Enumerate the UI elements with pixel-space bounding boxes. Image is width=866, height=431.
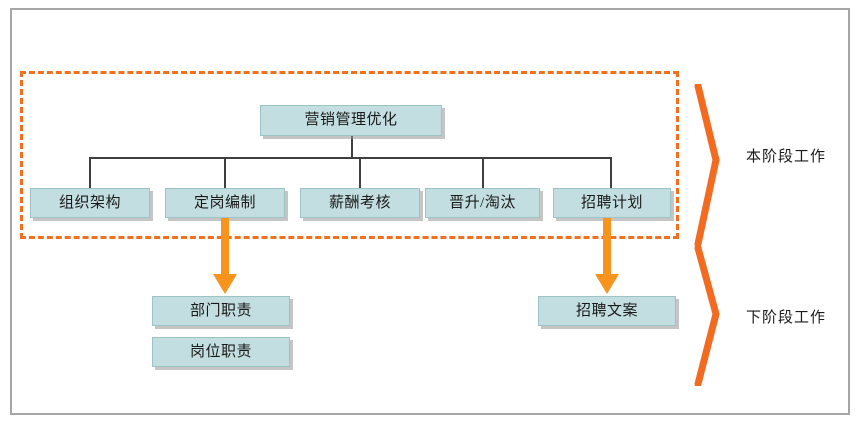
connector-branch-1 <box>224 157 226 189</box>
node-recruitment-plan[interactable]: 招聘计划 <box>553 188 671 218</box>
node-compensation-review[interactable]: 薪酬考核 <box>300 188 420 218</box>
node-department-duties-label: 部门职责 <box>189 302 252 319</box>
node-compensation-review-label: 薪酬考核 <box>328 194 391 211</box>
phase-two-label: 下阶段工作 <box>746 310 827 326</box>
node-department-duties[interactable]: 部门职责 <box>152 296 290 326</box>
down-arrow-icon-recruitment <box>595 218 619 294</box>
connector-branch-0 <box>89 157 91 189</box>
connector-branch-3 <box>482 157 484 189</box>
connector-horizontal-bus <box>89 157 612 159</box>
node-org-structure[interactable]: 组织架构 <box>30 188 150 218</box>
phase-one-label: 本阶段工作 <box>746 149 827 165</box>
node-position-duties-label: 岗位职责 <box>189 343 252 360</box>
current-phase-dashed-region <box>20 71 679 239</box>
chevron-brace-icon-phase-two <box>694 246 720 386</box>
node-staffing-plan[interactable]: 定岗编制 <box>165 188 285 218</box>
node-recruitment-plan-label: 招聘计划 <box>580 194 643 211</box>
node-promotion-elimination[interactable]: 晋升/淘汰 <box>425 188 540 218</box>
node-position-duties[interactable]: 岗位职责 <box>152 337 290 367</box>
node-promotion-elimination-label: 晋升/淘汰 <box>449 194 516 211</box>
node-root-label: 营销管理优化 <box>304 112 398 128</box>
connector-branch-4 <box>610 157 612 189</box>
node-recruitment-copy-label: 招聘文案 <box>575 302 638 319</box>
down-arrow-icon-staffing <box>213 218 237 294</box>
connector-root-vertical <box>351 136 353 159</box>
node-root-marketing-optimization[interactable]: 营销管理优化 <box>260 105 442 136</box>
connector-branch-2 <box>359 157 361 189</box>
node-recruitment-copy[interactable]: 招聘文案 <box>538 296 676 326</box>
node-org-structure-label: 组织架构 <box>58 194 121 211</box>
node-staffing-plan-label: 定岗编制 <box>193 194 256 211</box>
chevron-brace-icon-phase-one <box>694 84 720 246</box>
